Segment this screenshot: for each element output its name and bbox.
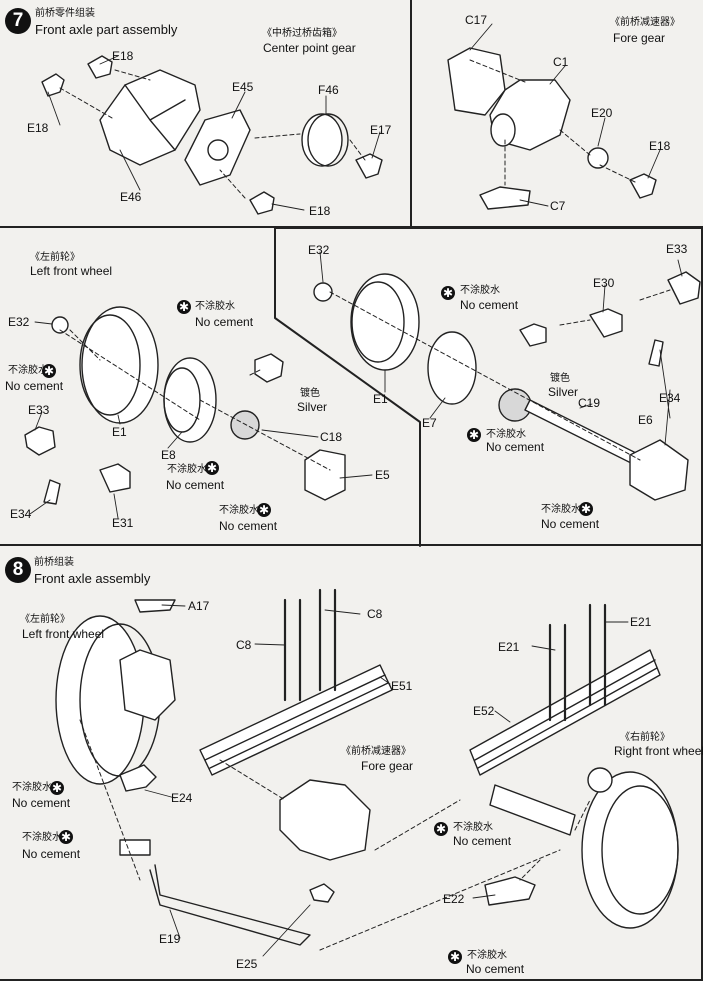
step8-title-cn: 前桥组装: [34, 557, 74, 568]
silver-en-right: Silver: [548, 385, 579, 399]
step-7-badge: 7: [5, 8, 31, 34]
part-e7: E7: [422, 416, 437, 430]
part-e22: E22: [443, 892, 465, 906]
part-e46: E46: [120, 190, 142, 204]
center-gear-label-en: Center point gear: [263, 41, 356, 55]
part-e25: E25: [236, 957, 258, 971]
no-cement-icon: ✱: [59, 830, 73, 844]
no-cement-icon: ✱: [42, 364, 56, 378]
left-wheel-label-en: Left front wheel: [30, 264, 113, 278]
no-cement-cn-6: 不涂胶水: [486, 429, 526, 440]
no-cement-icon: ✱: [441, 286, 455, 300]
no-cement-cn-3: 不涂胶水: [167, 464, 207, 475]
no-cement-icon: ✱: [434, 822, 448, 836]
s8-left-wheel-en: Left front wheel: [22, 627, 105, 641]
step8-title-en: Front axle assembly: [34, 571, 151, 586]
part-c7: C7: [550, 199, 566, 213]
part-c8-b: C8: [367, 607, 383, 621]
part-e24: E24: [171, 791, 193, 805]
part-e5: E5: [375, 468, 390, 482]
no-cement-cn-9: 不涂胶水: [453, 822, 493, 833]
no-cement-en-8: No cement: [12, 796, 71, 810]
s8-right-wheel-en: Right front wheel: [614, 744, 703, 758]
no-cement-en-1: No cement: [5, 379, 64, 393]
s8-fore-gear-en: Fore gear: [361, 759, 414, 773]
no-cement-cn-11: 不涂胶水: [467, 950, 507, 961]
part-a17: A17: [188, 599, 210, 613]
no-cement-icon: ✱: [205, 461, 219, 475]
part-e19: E19: [159, 932, 181, 946]
step7-title-cn: 前桥零件组装: [35, 8, 95, 19]
part-e18-b: E18: [27, 121, 49, 135]
silver-en-left: Silver: [297, 400, 328, 414]
no-cement-icon: ✱: [50, 781, 64, 795]
part-e33-left: E33: [28, 403, 50, 417]
s8-fore-gear-cn: 《前桥减速器》: [341, 746, 411, 757]
part-e31: E31: [112, 516, 134, 530]
part-e34-right: E34: [659, 391, 681, 405]
panel-divider: [275, 228, 420, 546]
no-cement-en-9: No cement: [453, 834, 512, 848]
part-e52: E52: [473, 704, 495, 718]
no-cement-icon: ✱: [467, 428, 481, 442]
no-cement-en-3: No cement: [166, 478, 225, 492]
step-8-badge: 8: [5, 557, 31, 583]
no-cement-icon: ✱: [257, 503, 271, 517]
no-cement-cn-1: 不涂胶水: [8, 365, 48, 376]
step7-title-en: Front axle part assembly: [35, 22, 178, 37]
no-cement-en-2: No cement: [195, 315, 254, 329]
part-e45: E45: [232, 80, 254, 94]
no-cement-en-10: No cement: [22, 847, 81, 861]
part-e21-a: E21: [498, 640, 520, 654]
part-e1-left: E1: [112, 425, 127, 439]
part-e18-c: E18: [309, 204, 331, 218]
silver-cn-right: 镀色: [550, 373, 570, 384]
part-e51: E51: [391, 679, 413, 693]
part-e21-b: E21: [630, 615, 652, 629]
fore-gear-label-en: Fore gear: [613, 31, 666, 45]
part-e18-a: E18: [112, 49, 134, 63]
center-gear-label-cn: 《中桥过桥齿箱》: [262, 28, 342, 39]
part-f46: F46: [318, 83, 339, 97]
part-e33-right: E33: [666, 242, 688, 256]
part-c18: C18: [320, 430, 343, 444]
no-cement-icon: ✱: [448, 950, 462, 964]
part-e1-right: E1: [373, 392, 388, 406]
part-e30: E30: [593, 276, 615, 290]
no-cement-icon: ✱: [177, 300, 191, 314]
no-cement-icon: ✱: [579, 502, 593, 516]
no-cement-en-6: No cement: [486, 440, 545, 454]
part-c19: C19: [578, 396, 601, 410]
part-e20: E20: [591, 106, 613, 120]
part-c8-a: C8: [236, 638, 252, 652]
no-cement-cn-10: 不涂胶水: [22, 832, 62, 843]
part-c1: C1: [553, 55, 569, 69]
s8-left-wheel-cn: 《左前轮》: [20, 614, 70, 625]
left-wheel-label-cn: 《左前轮》: [30, 252, 80, 263]
part-e8: E8: [161, 448, 176, 462]
s8-right-wheel-cn: 《右前轮》: [620, 732, 670, 743]
no-cement-cn-2: 不涂胶水: [195, 301, 235, 312]
no-cement-cn-7: 不涂胶水: [541, 504, 581, 515]
no-cement-en-11: No cement: [466, 962, 525, 976]
no-cement-en-5: No cement: [460, 298, 519, 312]
fore-gear-label-cn: 《前桥减速器》: [610, 17, 680, 28]
no-cement-cn-8: 不涂胶水: [12, 782, 52, 793]
no-cement-cn-5: 不涂胶水: [460, 285, 500, 296]
no-cement-en-4: No cement: [219, 519, 278, 533]
silver-cn-left: 镀色: [300, 388, 320, 399]
part-e18: E18: [649, 139, 671, 153]
part-e17: E17: [370, 123, 392, 137]
part-e34-left: E34: [10, 507, 32, 521]
part-e32-right: E32: [308, 243, 330, 257]
part-c17: C17: [465, 13, 488, 27]
no-cement-cn-4: 不涂胶水: [219, 505, 259, 516]
part-e32-left: E32: [8, 315, 30, 329]
no-cement-en-7: No cement: [541, 517, 600, 531]
part-e6: E6: [638, 413, 653, 427]
